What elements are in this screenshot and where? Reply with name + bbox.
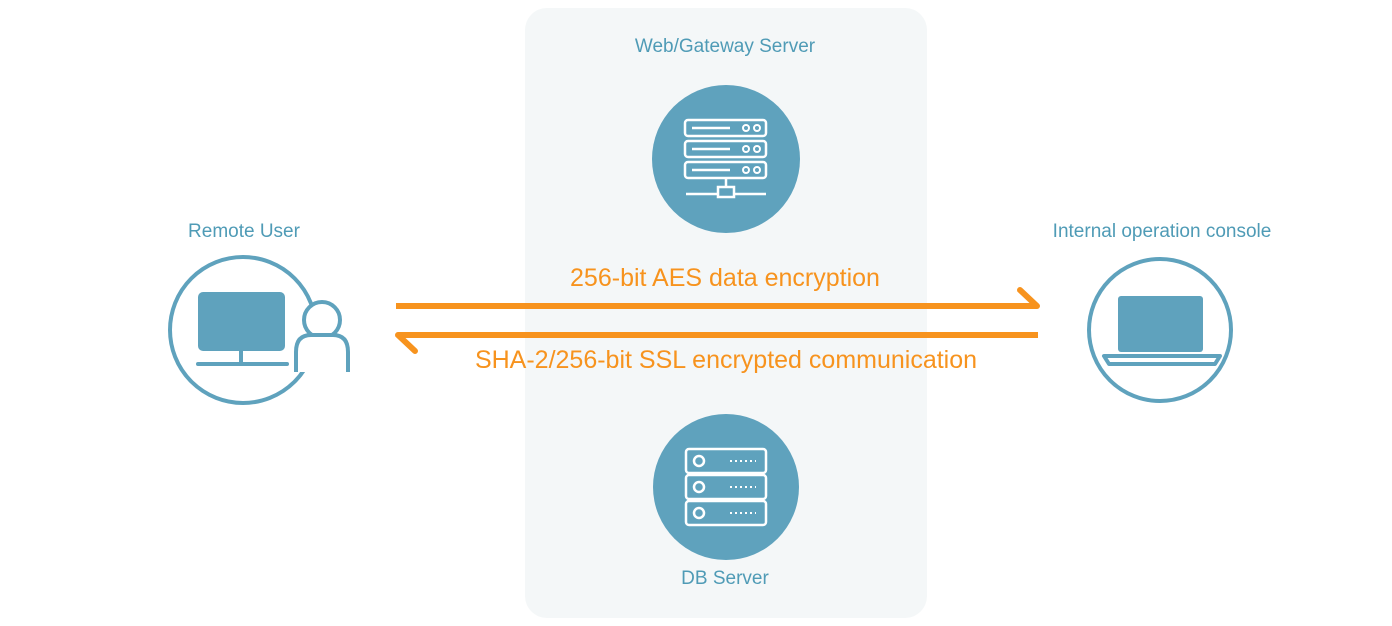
ssl-arrow — [395, 332, 1038, 354]
aes-arrow — [396, 287, 1040, 309]
internal-console-label: Internal operation console — [1052, 221, 1272, 242]
db-server-label: DB Server — [681, 568, 769, 589]
web-server-label: Web/Gateway Server — [634, 36, 816, 57]
database-server-icon — [653, 414, 799, 560]
remote-user-label: Remote User — [188, 221, 300, 242]
server-rack-icon — [652, 85, 800, 233]
remote-user-icon — [168, 255, 350, 405]
ssl-encryption-label: SHA-2/256-bit SSL encrypted communicatio… — [474, 346, 978, 374]
laptop-icon — [1087, 257, 1233, 403]
aes-encryption-label: 256-bit AES data encryption — [570, 264, 880, 292]
